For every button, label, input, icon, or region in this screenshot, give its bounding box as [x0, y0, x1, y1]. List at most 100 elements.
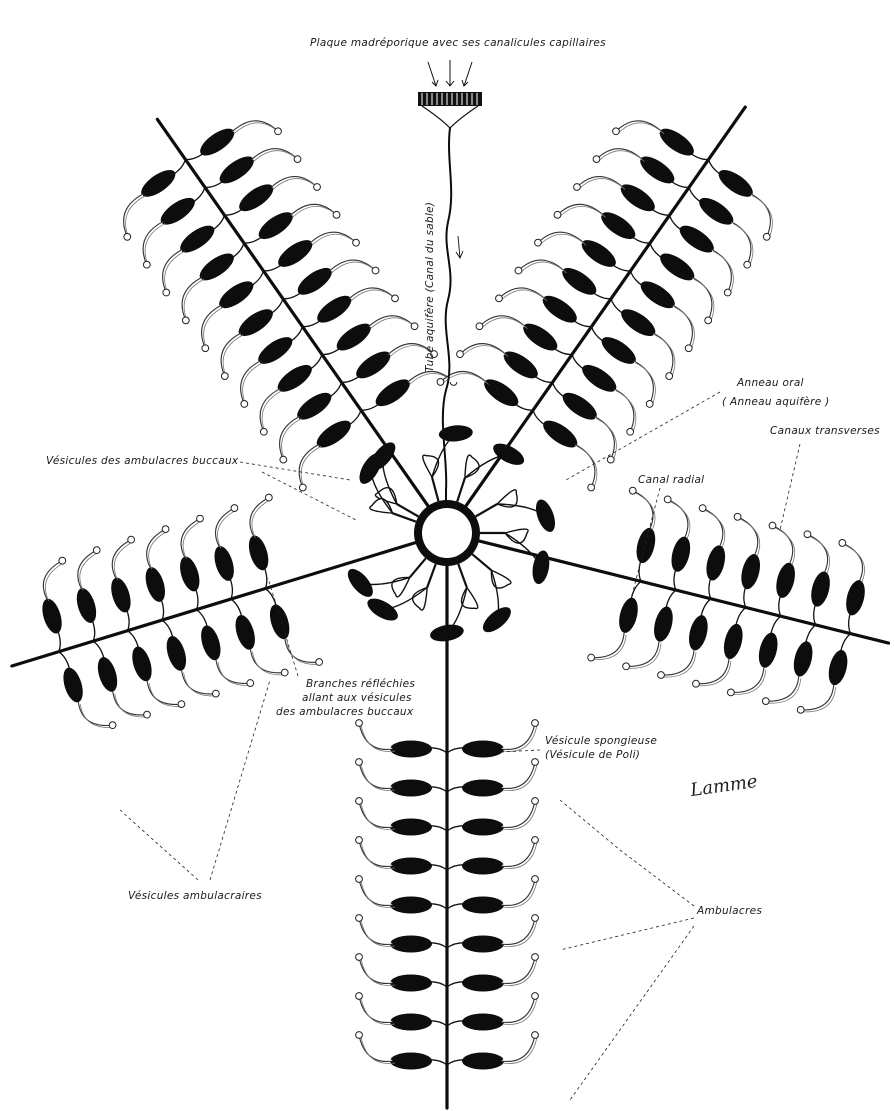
label-canal-radial: Canal radial	[638, 474, 704, 486]
label-spongieuse-1: Vésicule spongieuse	[545, 735, 657, 747]
tube-foot-tip	[231, 505, 238, 512]
ambulacral-vesicle	[39, 596, 66, 635]
tube-foot	[359, 762, 393, 788]
buccal-vesicle-unit	[476, 490, 559, 535]
tube-foot-tip	[163, 289, 170, 296]
tube-foot-tip	[202, 345, 209, 352]
ambulacral-unit	[804, 531, 833, 625]
buccal-vesicle-unit	[429, 564, 478, 644]
tube-foot	[591, 633, 624, 658]
arm-bottom	[356, 563, 539, 1108]
tube-foot-tip	[797, 706, 804, 713]
ambulacral-vesicle	[843, 578, 868, 617]
ambulacral-unit	[265, 589, 322, 666]
ambulacral-vesicle	[773, 561, 798, 600]
tube-foot-tip	[124, 233, 131, 240]
ambulacral-vesicle	[558, 263, 601, 300]
tube-foot-tip	[144, 711, 151, 718]
tube-foot	[359, 918, 393, 944]
ambulacral-vesicle	[791, 639, 816, 678]
tube-foot-tip	[664, 496, 671, 503]
tube-foot-tip	[588, 654, 595, 661]
tube-foot-tip	[804, 531, 811, 538]
ambulacral-vesicle	[371, 374, 414, 411]
tube-foot-tip	[629, 487, 636, 494]
tube-foot	[772, 526, 792, 563]
tube-foot-tip	[532, 837, 539, 844]
ambulacral-vesicle	[578, 235, 621, 272]
tube-foot	[661, 650, 694, 675]
label-ambulacres: Ambulacres	[696, 905, 762, 917]
ambulacral-vesicle	[462, 819, 504, 836]
ambulacral-vesicle	[825, 648, 850, 687]
tube-foot-tip	[646, 401, 653, 408]
ambulacral-unit	[356, 837, 447, 875]
ambulacral-unit	[39, 557, 66, 651]
tube-foot-tip	[197, 515, 204, 522]
ambulacral-vesicle	[597, 332, 640, 369]
label-anneau-oral: Anneau oral	[736, 377, 804, 389]
tube-foot	[501, 996, 535, 1022]
ambulacral-unit	[356, 993, 447, 1031]
ambulacral-unit	[447, 876, 538, 914]
ambulacral-unit	[447, 759, 538, 797]
tube-foot	[766, 676, 799, 701]
ambulacral-unit	[447, 837, 538, 875]
tube-foot-tip	[280, 456, 287, 463]
tube-foot-tip	[734, 513, 741, 520]
tube-foot-tip	[532, 1032, 539, 1039]
ambulacral-vesicle	[129, 644, 156, 683]
tube-foot	[359, 840, 393, 866]
tube-foot-tip	[411, 323, 418, 330]
tube-foot-tip	[724, 289, 731, 296]
tube-foot-tip	[532, 798, 539, 805]
ambulacral-vesicle	[352, 346, 395, 383]
ambulacral-vesicle	[313, 291, 356, 328]
tube-foot-tip	[353, 239, 360, 246]
ambulacral-vesicle	[390, 858, 432, 875]
tube-foot	[738, 517, 758, 554]
oral-ring	[414, 500, 480, 566]
tube-foot-tip	[705, 317, 712, 324]
ambulacral-vesicle	[686, 613, 711, 652]
leader-lines	[120, 392, 800, 1100]
tube-foot-tip	[515, 267, 522, 274]
arm-upper-left	[124, 119, 457, 508]
arm-right	[476, 487, 888, 713]
ambulacral-unit	[447, 1032, 538, 1070]
tube-foot	[501, 918, 535, 944]
ambulacral-vesicle	[616, 596, 641, 635]
tube-foot-tip	[588, 484, 595, 491]
ambulacral-vesicle	[738, 552, 763, 591]
tube-foot-tip	[593, 156, 600, 163]
tube-foot-tip	[532, 993, 539, 1000]
tube-foot	[501, 723, 535, 749]
ambulacral-unit	[299, 410, 361, 491]
polian-vesicle	[479, 603, 515, 637]
ambulacral-unit	[588, 581, 641, 661]
stone-canal	[443, 128, 451, 512]
ambulacral-vesicle	[390, 780, 432, 797]
tube-foot	[842, 543, 862, 580]
ambulacral-vesicle	[462, 936, 504, 953]
tube-foot-tip	[762, 698, 769, 705]
ambulacral-vesicle	[266, 602, 293, 641]
tube-foot	[696, 659, 729, 684]
tube-foot-tip	[265, 494, 272, 501]
tube-foot-tip	[356, 954, 363, 961]
ambulacral-vesicle	[390, 936, 432, 953]
ambulacral-unit	[437, 371, 533, 411]
tube-foot-tip	[532, 720, 539, 727]
tube-foot-tip	[260, 428, 267, 435]
tube-foot-tip	[356, 876, 363, 883]
ambulacral-unit	[73, 547, 100, 641]
tube-foot-tip	[607, 456, 614, 463]
tube-foot-tip	[727, 689, 734, 696]
tube-foot	[501, 801, 535, 827]
tube-foot-tip	[299, 484, 306, 491]
tube-foot	[731, 668, 764, 693]
tube-foot	[633, 361, 653, 404]
ambulacral-vesicle	[597, 207, 640, 244]
ambulacral-unit	[699, 505, 728, 599]
ambulacral-unit	[356, 915, 447, 953]
